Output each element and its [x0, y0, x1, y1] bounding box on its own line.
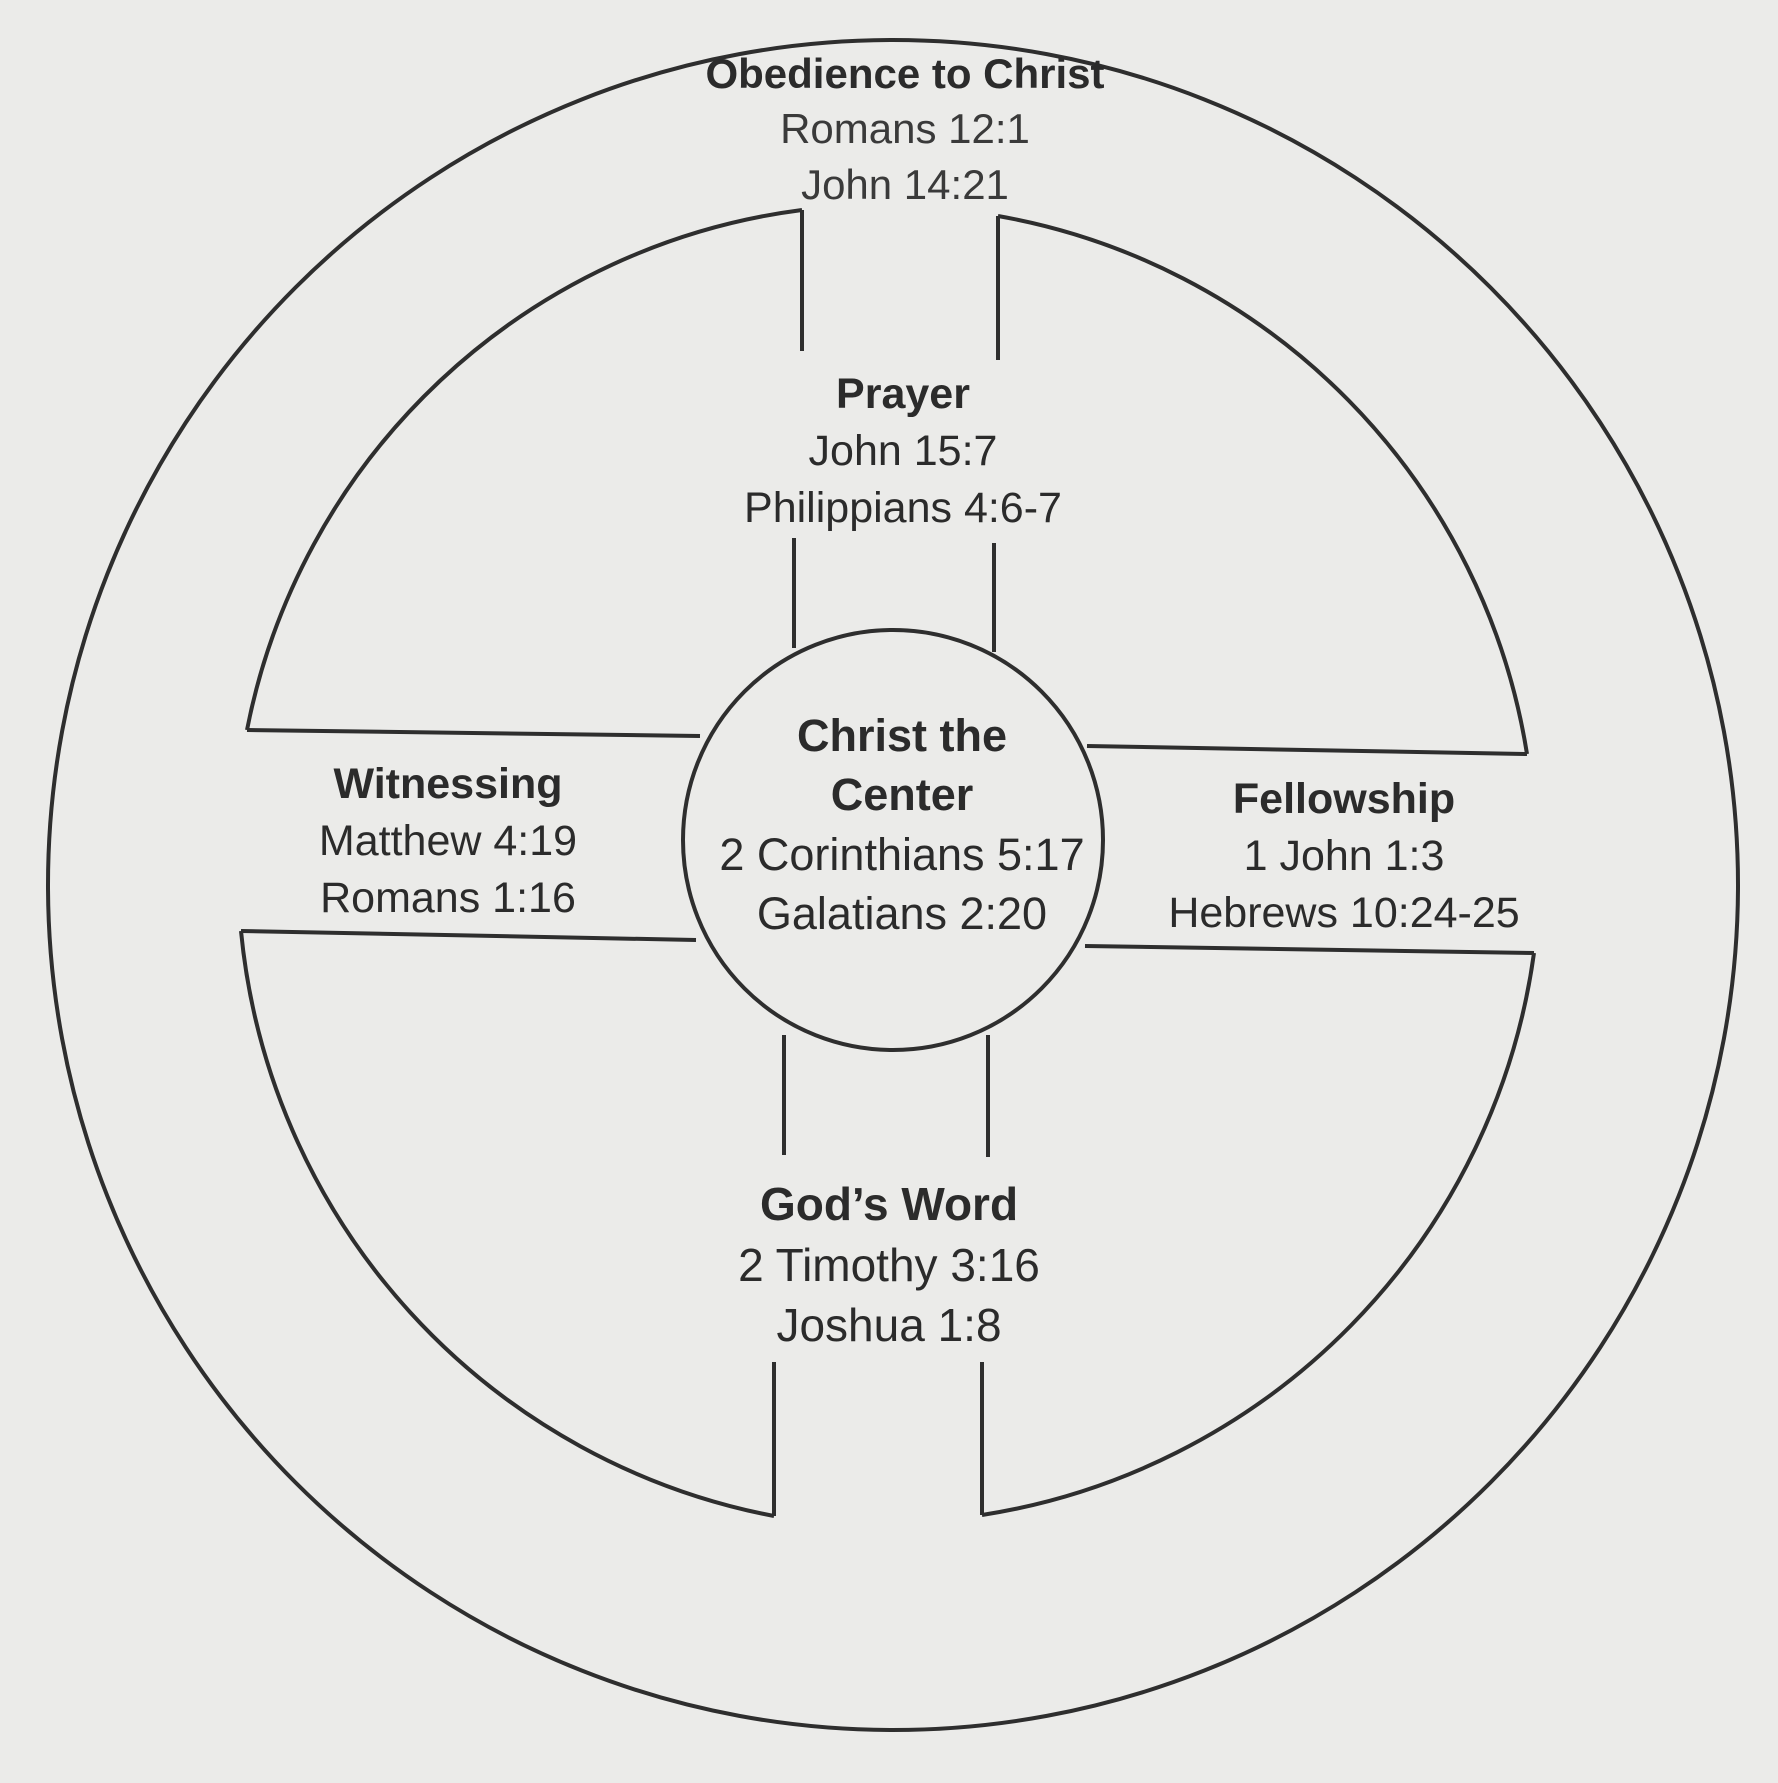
prayer-title: Prayer — [836, 370, 970, 418]
hub-circle — [681, 628, 1105, 1052]
spoke-left-bottom-line — [240, 929, 697, 942]
prayer-ref: John 15:7 — [808, 426, 998, 475]
gods-word-ref: 2 Timothy 3:16 — [738, 1238, 1040, 1291]
obedience-ref: John 14:21 — [801, 160, 1009, 208]
center-ref: Galatians 2:20 — [756, 888, 1048, 940]
center-label: Christ the Center 2 Corinthians 5:17 Gal… — [672, 706, 1132, 944]
obedience-label: Obedience to Christ Romans 12:1 John 14:… — [645, 46, 1165, 212]
fellowship-ref: Hebrews 10:24-25 — [1168, 888, 1520, 937]
spoke-left-top-line — [246, 728, 701, 738]
spoke-right-top-line — [1086, 744, 1528, 756]
obedience-title: Obedience to Christ — [705, 50, 1105, 97]
gods-word-title: God’s Word — [759, 1178, 1019, 1230]
fellowship-ref: 1 John 1:3 — [1243, 831, 1445, 880]
prayer-ref: Philippians 4:6-7 — [744, 483, 1062, 532]
quadrant-bottom-right-arc — [981, 952, 1536, 1517]
fellowship-label: Fellowship 1 John 1:3 Hebrews 10:24-25 — [1084, 771, 1604, 941]
fellowship-title: Fellowship — [1232, 775, 1456, 823]
gods-word-label: God’s Word 2 Timothy 3:16 Joshua 1:8 — [629, 1174, 1149, 1356]
gods-word-ref: Joshua 1:8 — [776, 1299, 1002, 1352]
outer-rim-circle — [46, 38, 1740, 1732]
quadrant-bottom-left-arc — [239, 930, 775, 1518]
witnessing-ref: Romans 1:16 — [320, 873, 576, 922]
quadrant-top-right-arc — [997, 214, 1529, 755]
prayer-label: Prayer John 15:7 Philippians 4:6-7 — [643, 366, 1163, 536]
center-title-line1: Christ the — [796, 710, 1007, 761]
spoke-right-bottom-line — [1084, 944, 1535, 955]
witnessing-title: Witnessing — [333, 760, 563, 808]
witnessing-label: Witnessing Matthew 4:19 Romans 1:16 — [188, 756, 708, 926]
obedience-ref: Romans 12:1 — [780, 105, 1030, 153]
center-ref: 2 Corinthians 5:17 — [719, 828, 1085, 880]
quadrant-top-left-arc — [245, 208, 803, 731]
center-title-line2: Center — [830, 769, 974, 821]
witnessing-ref: Matthew 4:19 — [318, 816, 578, 865]
